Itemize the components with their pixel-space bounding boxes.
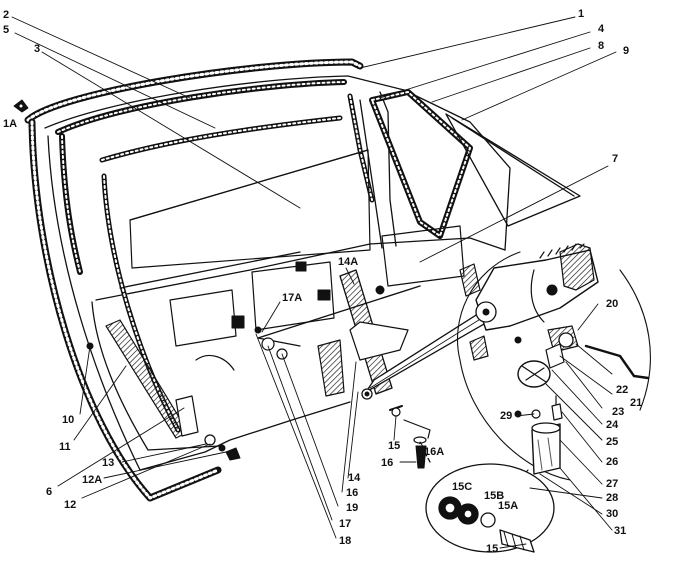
callout-27: 27 [606,478,619,490]
callout-4: 4 [598,23,605,35]
callout-16: 16 [381,457,394,469]
rear-run-channel [105,319,199,439]
callout-19: 19 [346,502,359,514]
callout-31: 31 [614,525,627,537]
door-weatherstrip-outer [24,58,364,502]
callout-17: 17 [339,518,352,530]
callout-11: 11 [59,441,71,453]
callout-16-lower: 16 [346,487,359,499]
callout-1: 1 [578,8,585,20]
callout-3: 3 [34,43,41,55]
callout-1a: 1A [3,118,18,130]
callout-9: 9 [623,45,630,57]
callout-10: 10 [62,414,75,426]
regulator-sector-gear [475,243,599,331]
callout-25: 25 [606,436,619,448]
callout-16a: 16A [424,446,445,458]
vent-hinge-bracket [459,263,489,361]
callout-21: 21 [630,397,643,409]
panel-fasteners [86,261,522,452]
callout-15a: 15A [498,500,519,512]
door-frame [44,75,511,471]
callout-12: 12 [64,499,77,511]
callout-5: 5 [3,24,10,36]
callout-18: 18 [339,535,352,547]
callout-8: 8 [598,40,605,52]
callout-15c: 15C [452,481,473,493]
callout-14: 14 [348,472,361,484]
vent-glass [445,113,581,227]
callout-13: 13 [102,457,115,469]
callout-29: 29 [500,410,513,422]
callout-15b: 15B [484,490,505,502]
loose-fasteners [13,99,522,469]
callout-24: 24 [606,419,619,431]
callout-30: 30 [606,508,619,520]
callout-23: 23 [612,406,625,418]
callout-20: 20 [606,298,619,310]
door-glass [129,149,371,269]
callout-15: 15 [388,440,401,452]
motor-detail-boundary [456,251,651,481]
inner-panel-openings [169,225,465,371]
callout-14a: 14A [338,256,359,268]
callout-26: 26 [606,456,619,468]
callout-17a: 17A [282,292,303,304]
vent-glass-frame [369,89,473,239]
callout-2: 2 [3,9,10,21]
callout-28: 28 [606,492,619,504]
callout-15-inset: 15 [486,543,499,555]
window-motor [517,325,650,493]
callout-12a: 12A [82,474,103,486]
callout-leader-lines [11,16,617,549]
stud-inset [417,439,555,553]
callout-22: 22 [616,384,629,396]
callout-7: 7 [612,153,619,165]
callout-6: 6 [46,486,53,498]
